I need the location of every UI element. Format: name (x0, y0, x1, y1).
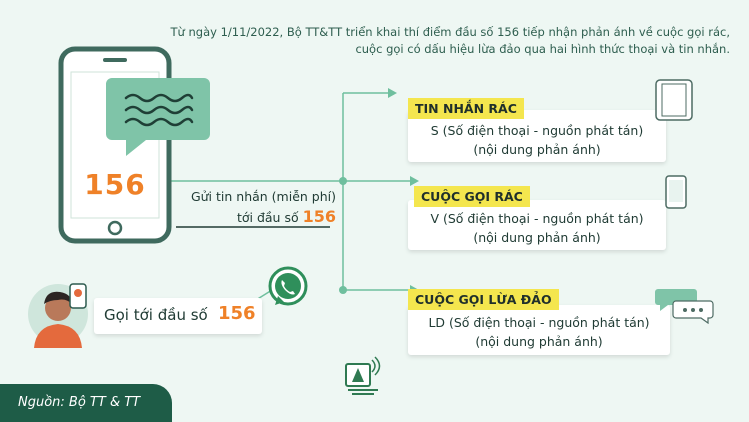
category-line-1: S (Số điện thoại - nguồn phát tán) (430, 123, 644, 138)
intro-line-1: Từ ngày 1/11/2022, Bộ TT&TT triển khai t… (170, 25, 730, 39)
intro-line-2: cuộc gọi có dấu hiệu lừa đảo qua hai hìn… (355, 42, 730, 56)
call-number: 156 (218, 303, 256, 324)
chat-bubble-icon (655, 289, 714, 324)
category-tag-scam-call: CUỘC GỌI LỪA ĐẢO (408, 289, 559, 310)
phone-number: 156 (84, 168, 146, 201)
category-card-spam-call: V (Số điện thoại - nguồn phát tán) (nội … (408, 200, 666, 250)
category-line-2: (nội dung phản ánh) (473, 142, 601, 157)
logo-icon (345, 356, 381, 395)
category-line-2: (nội dung phản ánh) (473, 230, 601, 245)
sms-line-1: Gửi tin nhắn (miễn phí) (190, 189, 336, 204)
sms-number: 156 (302, 207, 336, 226)
category-card-scam-call: LD (Số điện thoại - nguồn phát tán) (nội… (408, 305, 670, 355)
message-bubble-icon (106, 78, 210, 156)
person-avatar-icon (28, 283, 88, 348)
call-instruction: Gọi tới đầu số 156 (94, 298, 262, 334)
category-tag-spam-call: CUỘC GỌI RÁC (414, 186, 530, 207)
sms-instruction: Gửi tin nhắn (miễn phí) tới đầu số 156 (186, 188, 336, 229)
intro-text: Từ ngày 1/11/2022, Bộ TT&TT triển khai t… (150, 24, 730, 58)
category-line-1: LD (Số điện thoại - nguồn phát tán) (428, 315, 650, 330)
mobile-phone-icon (655, 79, 693, 121)
call-prefix: Gọi tới đầu số (104, 306, 208, 324)
whatsapp-icon (268, 266, 308, 306)
sms-line-2: tới đầu số 156 (186, 206, 336, 229)
mobile-phone-icon (665, 175, 687, 209)
category-line-2: (nội dung phản ánh) (475, 334, 603, 349)
sms-line-2-prefix: tới đầu số (236, 210, 299, 225)
category-tag-spam-sms: TIN NHẮN RÁC (408, 98, 524, 119)
source-label: Nguồn: Bộ TT & TT (0, 384, 172, 422)
category-line-1: V (Số điện thoại - nguồn phát tán) (430, 211, 644, 226)
